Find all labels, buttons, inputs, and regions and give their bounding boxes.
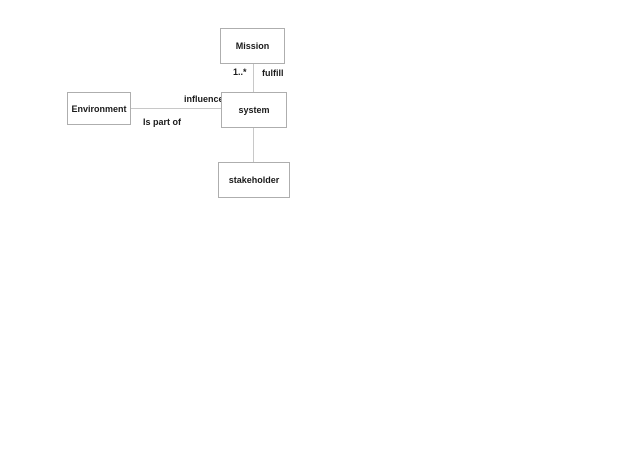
node-mission-label: Mission bbox=[235, 41, 270, 51]
edge-label-is-part-of: Is part of bbox=[143, 117, 182, 127]
node-mission: Mission bbox=[220, 28, 285, 64]
connector-environment-system bbox=[131, 108, 221, 109]
edge-label-fulfill: fulfill bbox=[262, 68, 284, 78]
node-stakeholder-label: stakeholder bbox=[228, 175, 280, 185]
connector-system-stakeholder bbox=[253, 128, 254, 162]
node-system-label: system bbox=[238, 105, 270, 115]
node-environment-label: Environment bbox=[71, 103, 127, 114]
node-system: system bbox=[221, 92, 287, 128]
edge-label-multiplicity: 1..* bbox=[233, 67, 247, 77]
node-stakeholder: stakeholder bbox=[218, 162, 290, 198]
node-environment: Environment bbox=[67, 92, 131, 125]
edge-label-influence: influence bbox=[184, 94, 224, 104]
connector-mission-system bbox=[253, 64, 254, 92]
